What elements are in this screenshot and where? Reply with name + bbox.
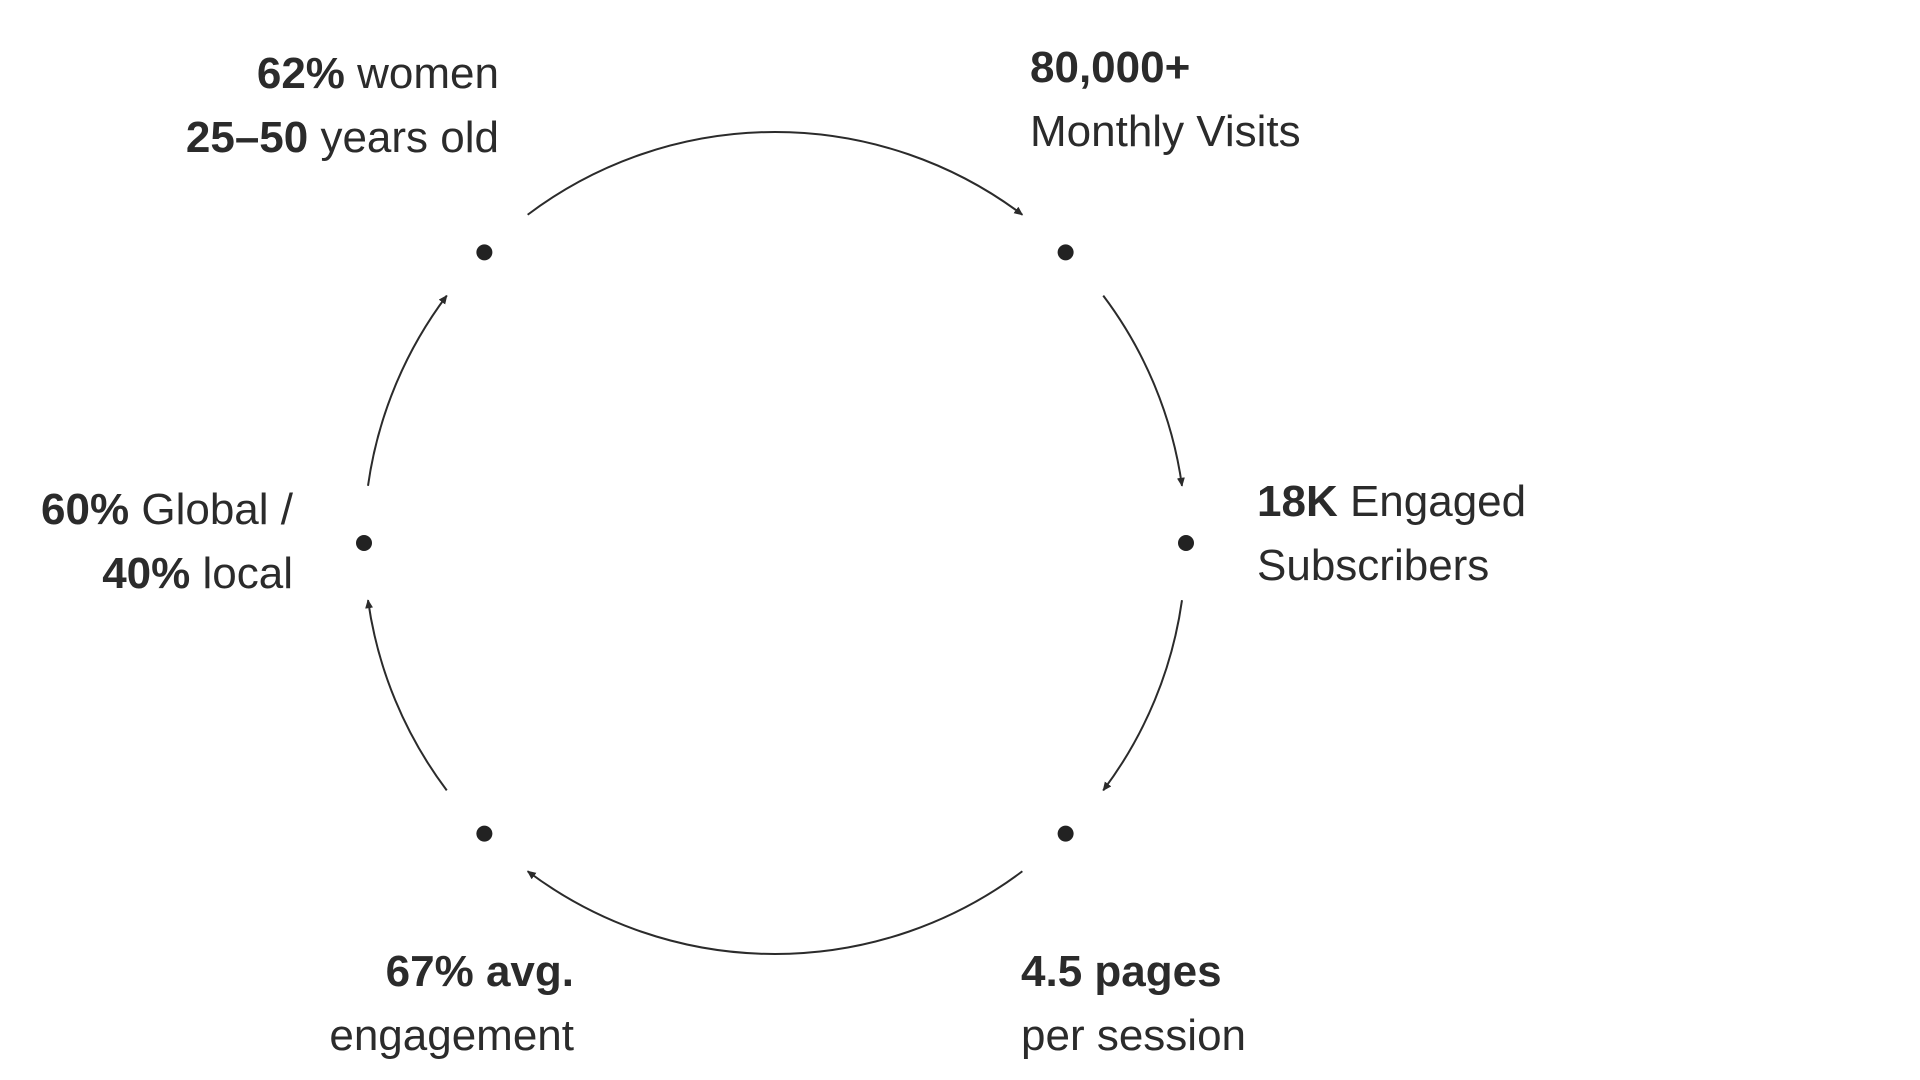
cycle-arrow-pages-to-engagement (526, 870, 1023, 956)
label-line: 40% local (102, 549, 293, 598)
node-label-pages: 4.5 pages per session (1021, 940, 1246, 1068)
node-dot-subscribers (1178, 535, 1194, 551)
label-line: 18K Engaged (1257, 477, 1527, 526)
node-label-reach: 60% Global / 40% local (41, 478, 293, 606)
label-line: Subscribers (1257, 541, 1490, 590)
label-line: per session (1021, 1011, 1247, 1060)
node-dot-pages (1057, 825, 1074, 842)
cycle-arrow-audience-to-visits (527, 130, 1024, 216)
nodes-layer (356, 244, 1194, 842)
node-label-subscribers: 18K Engaged Subscribers (1257, 470, 1526, 598)
node-dot-audience (476, 244, 493, 261)
label-line: 62% women (256, 49, 499, 98)
label-line: 25–50 years old (185, 113, 499, 162)
label-line: 60% Global / (41, 485, 293, 534)
node-dot-reach (356, 535, 372, 551)
node-label-visits: 80,000+ Monthly Visits (1030, 36, 1301, 164)
cycle-arrow-visits-to-subscribers (1102, 295, 1185, 487)
node-dot-engagement (476, 825, 493, 842)
node-dot-visits (1057, 244, 1074, 261)
cycle-arrow-engagement-to-reach (365, 599, 448, 791)
edges-layer (365, 130, 1185, 956)
node-label-engagement: 67% avg. engagement (329, 940, 574, 1068)
label-line: 67% avg. (385, 947, 574, 996)
label-line: 80,000+ (1030, 43, 1191, 92)
label-line: Monthly Visits (1030, 107, 1301, 156)
cycle-arrow-subscribers-to-pages (1102, 600, 1183, 792)
cycle-arrow-reach-to-audience (367, 294, 448, 486)
label-line: engagement (329, 1011, 574, 1060)
label-line: 4.5 pages (1021, 947, 1222, 996)
node-label-audience: 62% women 25–50 years old (186, 42, 499, 170)
